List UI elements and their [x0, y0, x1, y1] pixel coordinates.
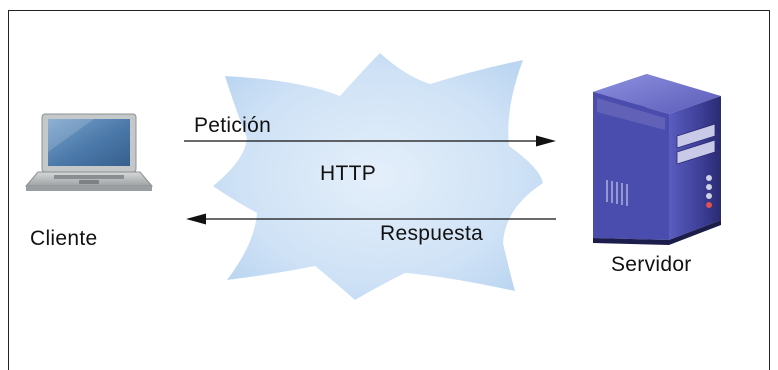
request-arrow	[184, 135, 556, 147]
request-label: Petición	[194, 114, 272, 137]
laptop-icon	[24, 113, 154, 191]
client-label: Cliente	[30, 227, 98, 250]
http-cloud-shape	[213, 53, 543, 300]
diagram-frame	[8, 10, 770, 370]
response-arrow	[186, 213, 556, 225]
protocol-label: HTTP	[320, 162, 377, 185]
server-label: Servidor	[611, 253, 692, 276]
response-label: Respuesta	[380, 222, 484, 245]
server-tower-icon	[593, 74, 721, 245]
